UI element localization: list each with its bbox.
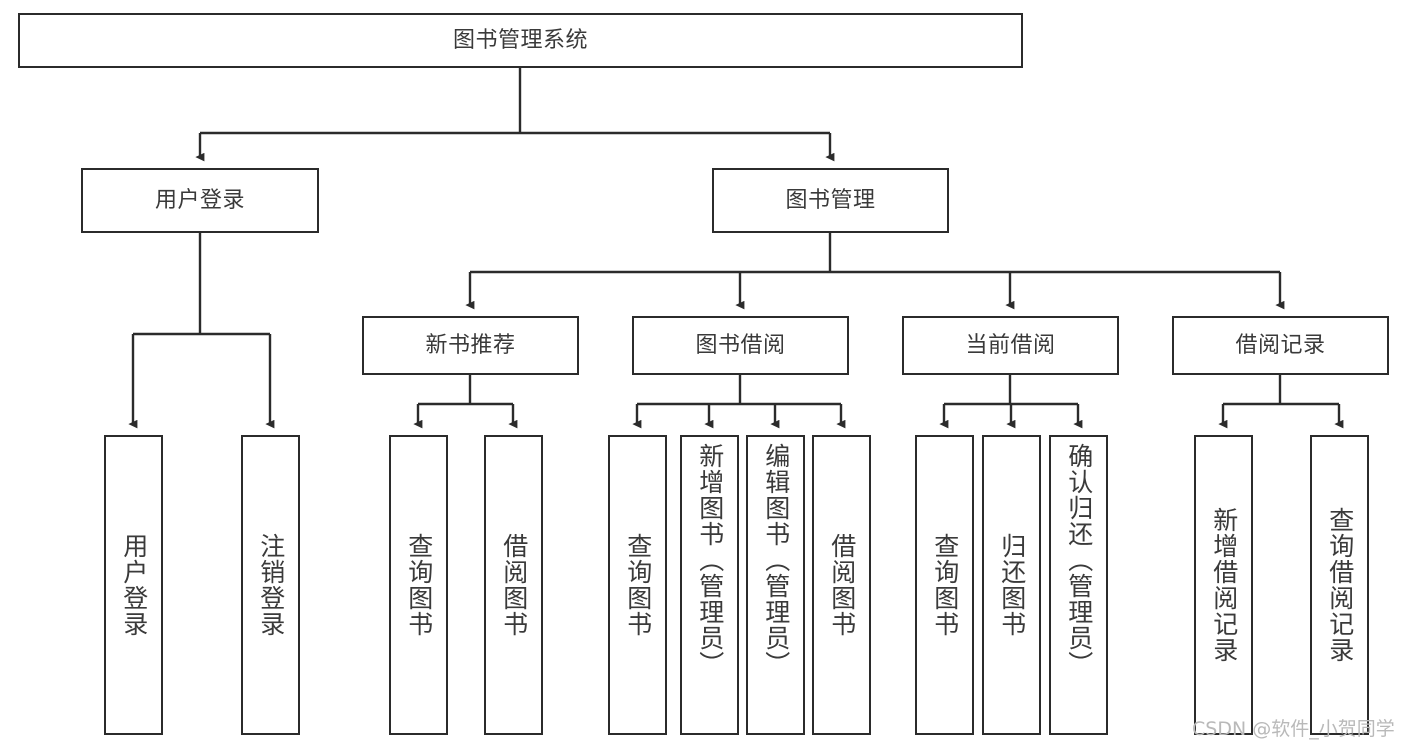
- node-borrow-record[interactable]: 借阅记录: [1172, 316, 1389, 375]
- edges-current-borrow-to-leaves: [939, 375, 1083, 429]
- node-leaf-borrow-book-1[interactable]: 借阅图书: [484, 435, 543, 735]
- node-current-borrow-label: 当前借阅: [965, 332, 1056, 358]
- node-leaf-query-book-3-label: 查询图书: [930, 533, 960, 637]
- node-leaf-add-record[interactable]: 新增借阅记录: [1194, 435, 1253, 735]
- node-leaf-edit-book-label: 编辑图书（管理员）: [761, 443, 791, 677]
- node-book-borrow[interactable]: 图书借阅: [632, 316, 849, 375]
- node-leaf-borrow-book-2-label: 借阅图书: [827, 533, 857, 637]
- node-leaf-user-login-label: 用户登录: [119, 533, 149, 637]
- node-leaf-borrow-book-2[interactable]: 借阅图书: [812, 435, 871, 735]
- node-leaf-confirm-return[interactable]: 确认归还（管理员）: [1049, 435, 1108, 735]
- node-leaf-add-record-label: 新增借阅记录: [1209, 507, 1239, 663]
- edges-borrow-record-to-leaves: [1218, 375, 1344, 429]
- node-leaf-confirm-return-label: 确认归还（管理员）: [1064, 443, 1094, 677]
- node-leaf-query-book-2[interactable]: 查询图书: [608, 435, 667, 735]
- node-root-system-label: 图书管理系统: [452, 27, 588, 53]
- node-new-book-recommend-label: 新书推荐: [425, 332, 516, 358]
- node-leaf-return-book[interactable]: 归还图书: [982, 435, 1041, 735]
- node-book-manage[interactable]: 图书管理: [712, 168, 949, 233]
- node-leaf-logout[interactable]: 注销登录: [241, 435, 300, 735]
- node-leaf-return-book-label: 归还图书: [997, 533, 1027, 637]
- edges-user-login-to-leaves: [128, 233, 275, 429]
- node-borrow-record-label: 借阅记录: [1235, 332, 1326, 358]
- node-book-manage-label: 图书管理: [785, 187, 876, 213]
- node-book-borrow-label: 图书借阅: [695, 332, 786, 358]
- edges-book-manage-to-level2: [465, 233, 1285, 310]
- node-leaf-edit-book[interactable]: 编辑图书（管理员）: [746, 435, 805, 735]
- csdn-watermark: CSDN @软件_小贺同学: [1192, 718, 1395, 740]
- node-leaf-query-record[interactable]: 查询借阅记录: [1310, 435, 1369, 735]
- node-root-system[interactable]: 图书管理系统: [18, 13, 1023, 68]
- edges-root-to-level1: [195, 68, 835, 162]
- node-leaf-user-login[interactable]: 用户登录: [104, 435, 163, 735]
- node-leaf-add-book[interactable]: 新增图书（管理员）: [680, 435, 739, 735]
- node-leaf-query-record-label: 查询借阅记录: [1325, 507, 1355, 663]
- node-leaf-logout-label: 注销登录: [256, 533, 286, 637]
- node-leaf-query-book-2-label: 查询图书: [623, 533, 653, 637]
- node-leaf-query-book-3[interactable]: 查询图书: [915, 435, 974, 735]
- node-leaf-query-book-1-label: 查询图书: [404, 533, 434, 637]
- node-user-login-label: 用户登录: [154, 187, 245, 213]
- node-leaf-query-book-1[interactable]: 查询图书: [389, 435, 448, 735]
- node-current-borrow[interactable]: 当前借阅: [902, 316, 1119, 375]
- node-leaf-borrow-book-1-label: 借阅图书: [499, 533, 529, 637]
- edges-new-book-recommend-to-leaves: [413, 375, 518, 429]
- edges-book-borrow-to-leaves: [632, 375, 846, 429]
- node-new-book-recommend[interactable]: 新书推荐: [362, 316, 579, 375]
- node-user-login[interactable]: 用户登录: [81, 168, 319, 233]
- node-leaf-add-book-label: 新增图书（管理员）: [695, 443, 725, 677]
